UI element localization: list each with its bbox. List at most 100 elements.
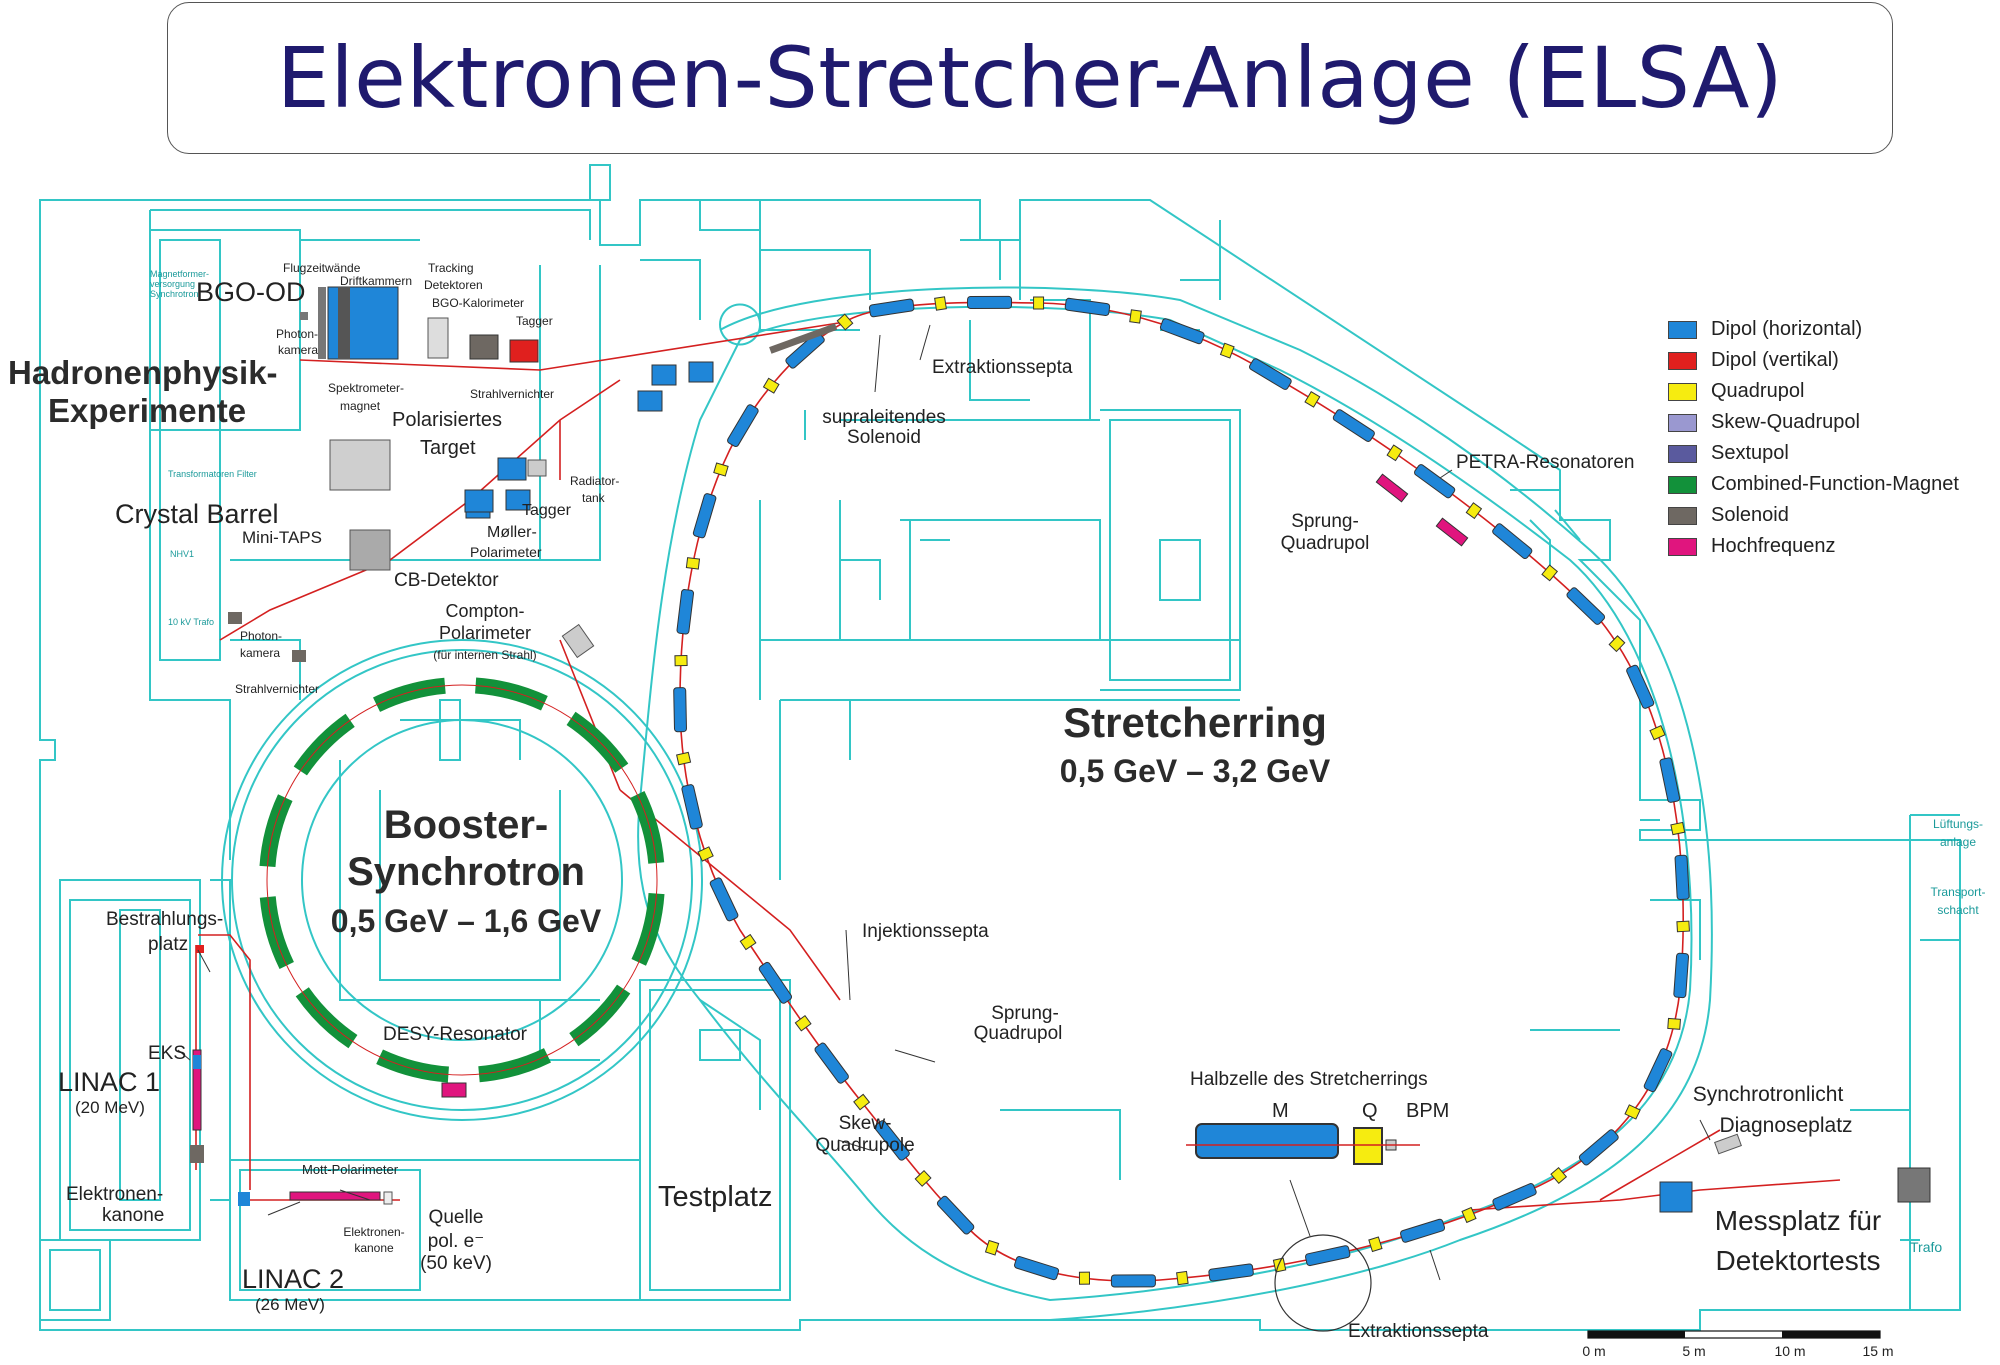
stretcher-dipol (758, 961, 793, 1004)
label-kanone-2: kanone (102, 1205, 165, 1226)
petra-resonator (1435, 517, 1469, 547)
legend-swatch (1668, 413, 1697, 432)
label-halbzelle-q: Q (1362, 1100, 1378, 1122)
stretcher-quadrupol (1129, 309, 1142, 324)
stretcher-dipol (1643, 1048, 1673, 1093)
label-hadron-1: Hadronenphysik- (8, 354, 278, 391)
label-transport-2: schacht (1937, 903, 1979, 917)
stretcher-quadrupol (1219, 342, 1235, 359)
halbzelle-inset (1186, 1123, 1420, 1332)
label-desy-resonator: DESY-Resonator (383, 1024, 527, 1045)
stretcher-quadrupol (836, 313, 854, 331)
label-photon-bottom: Photon- (240, 629, 283, 643)
label-bgo-kalorimeter: BGO-Kalorimeter (432, 296, 525, 310)
solenoid-bgo (469, 334, 499, 360)
label-polarisiertes: Polarisiertes (392, 409, 503, 431)
compton-polarimeter (561, 623, 595, 659)
scale-tick-5: 5 m (1682, 1343, 1706, 1359)
label-booster-1: Booster- (383, 803, 549, 847)
label-driftkammern: Driftkammern (340, 274, 413, 288)
legend-label: Skew-Quadrupol (1711, 411, 1860, 433)
scale-bar (1587, 1330, 1881, 1339)
legend: Dipol (horizontal) Dipol (vertikal) Quadru… (1668, 314, 1959, 562)
photon-kamera-top (300, 312, 308, 320)
label-magnetformer: Magnetformer-versorgung Synchrotron (150, 269, 210, 299)
stretcher-dipol (1414, 464, 1456, 499)
label-moeller-polarimeter: Polarimeter (470, 544, 542, 560)
legend-swatch (1668, 351, 1697, 370)
label-linac2-energy: (26 MeV) (255, 1295, 325, 1314)
booster-magnet (259, 896, 294, 969)
stretcher-dipol (681, 784, 703, 830)
label-synchrotronlicht-1: Synchrotronlicht (1692, 1083, 1844, 1106)
stretcher-dipol (676, 589, 695, 635)
stretcher-quadrupol (1550, 1166, 1568, 1184)
label-bestrahlung-1: Bestrahlungs- (106, 909, 224, 930)
driftkammer (338, 287, 350, 359)
stretcher-dipol (967, 295, 1013, 309)
radiator-tank (527, 459, 547, 477)
legend-label: Solenoid (1711, 504, 1789, 526)
stretcher-dipol (1673, 952, 1690, 999)
supraleitendes-solenoid (769, 323, 838, 354)
stretcher-dipol (1110, 1274, 1156, 1288)
legend-label: Hochfrequenz (1711, 535, 1836, 557)
stretcher-dipol (1064, 297, 1111, 316)
legend-item: Hochfrequenz (1668, 531, 1959, 562)
label-ek-small-1: Elektronen- (343, 1225, 405, 1239)
extraction-dipol (505, 489, 531, 511)
label-nhv: NHV1 (170, 549, 195, 559)
label-skew-2: Quadrupole (815, 1135, 915, 1156)
stretcher-quadrupol (697, 846, 714, 862)
stretcher-dipol (1400, 1218, 1446, 1243)
legend-label: Quadrupol (1711, 380, 1805, 402)
legend-item: Sextupol (1668, 438, 1959, 469)
label-transport-1: Transport- (1930, 885, 1986, 899)
stretcher-quadrupol (1304, 390, 1321, 408)
legend-label: Dipol (horizontal) (1711, 318, 1863, 340)
legend-item: Dipol (vertikal) (1668, 345, 1959, 376)
booster-magnet (474, 677, 548, 711)
stretcher-quadrupol (1667, 1017, 1681, 1030)
stretcher-dipol (874, 1120, 910, 1161)
extraction-dipol (651, 364, 677, 386)
polarized-target (329, 439, 391, 491)
stretcher-dipol (1332, 409, 1375, 442)
legend-swatch (1668, 537, 1697, 556)
label-extraktionssepta-bottom: Extraktionssepta (1348, 1321, 1489, 1342)
legend-swatch (1668, 382, 1697, 401)
bgo-kalorimeter (427, 317, 449, 359)
label-cb-detektor: CB-Detektor (394, 570, 499, 591)
linac1-accelerator (192, 1049, 202, 1131)
stretcher-dipol (709, 877, 739, 922)
stretcher-ring-magnets (465, 295, 1690, 1288)
stretcher-quadrupol (1541, 564, 1559, 582)
stretcher-quadrupol (674, 655, 688, 667)
quelle-pol (383, 1191, 393, 1205)
halbzelle-quadrupol (1353, 1127, 1383, 1165)
stretcher-dipol (692, 493, 717, 539)
stretcher-dipol (1659, 757, 1681, 803)
label-compton-1: Compton- (445, 601, 525, 621)
label-sprung-bottom-2: Quadrupol (973, 1023, 1063, 1044)
stretcher-quadrupol (853, 1093, 871, 1111)
stretcher-quadrupol (1608, 635, 1626, 653)
label-quelle-3: (50 keV) (420, 1253, 492, 1274)
label-flugzeitwaende: Flugzeitwände (283, 261, 361, 275)
stretcher-quadrupol (1649, 724, 1666, 741)
stretcher-dipol (785, 331, 825, 369)
linac-elements (190, 945, 393, 1206)
label-magnet: magnet (340, 399, 381, 413)
stretcher-dipol (936, 1195, 975, 1235)
halbzelle-dipol (1195, 1123, 1339, 1159)
label-halbzelle-bpm: BPM (1406, 1100, 1450, 1122)
stretcher-quadrupol (1386, 444, 1403, 462)
label-trafo: Trafo (1910, 1239, 1943, 1255)
stretcher-dipol (868, 298, 915, 318)
label-messplatz-1: Messplatz für (1714, 1205, 1882, 1236)
label-supraleitendes: supraleitendes (822, 407, 946, 428)
experiment-detectors (228, 286, 1931, 1213)
booster-magnet (376, 1049, 450, 1083)
label-radiator: Radiator- (570, 474, 620, 488)
